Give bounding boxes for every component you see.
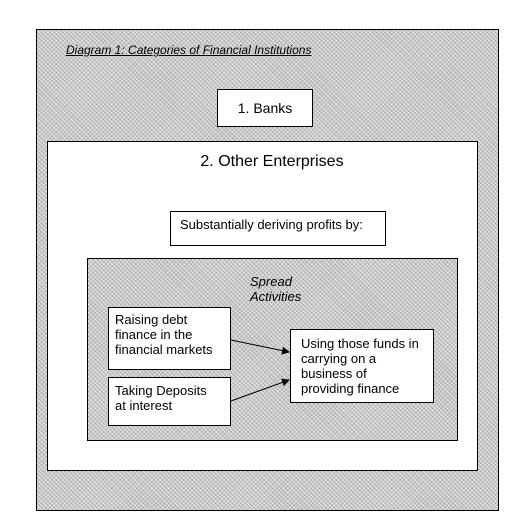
- using-funds-line: Using those funds in: [301, 336, 419, 351]
- using-funds-line: carrying on a: [301, 351, 377, 366]
- taking-deposits-line: at interest: [115, 398, 173, 413]
- raising-debt-box: Raising debt finance in the financial ma…: [108, 307, 231, 370]
- spread-activities-line: Spread: [250, 274, 292, 289]
- deriving-profits-label: Substantially deriving profits by:: [180, 217, 363, 232]
- using-funds-line: providing finance: [301, 381, 400, 396]
- diagram-title: Diagram 1: Categories of Financial Insti…: [66, 43, 312, 57]
- taking-deposits-box: Taking Deposits at interest: [108, 377, 231, 426]
- raising-debt-line: financial markets: [115, 342, 213, 357]
- taking-deposits-line: Taking Deposits: [115, 383, 207, 398]
- raising-debt-line: finance in the: [115, 327, 193, 342]
- using-funds-box: Using those funds in carrying on a busin…: [290, 329, 434, 403]
- raising-debt-line: Raising debt: [115, 312, 188, 327]
- other-enterprises-label: 2. Other Enterprises: [200, 153, 344, 170]
- deriving-profits-box: Substantially deriving profits by:: [170, 211, 386, 246]
- spread-activities-label: Spread Activities: [250, 274, 301, 304]
- using-funds-line: business of: [301, 366, 367, 381]
- banks-label: 1. Banks: [237, 100, 293, 116]
- banks-box: 1. Banks: [217, 89, 313, 127]
- spread-activities-line: Activities: [250, 289, 302, 304]
